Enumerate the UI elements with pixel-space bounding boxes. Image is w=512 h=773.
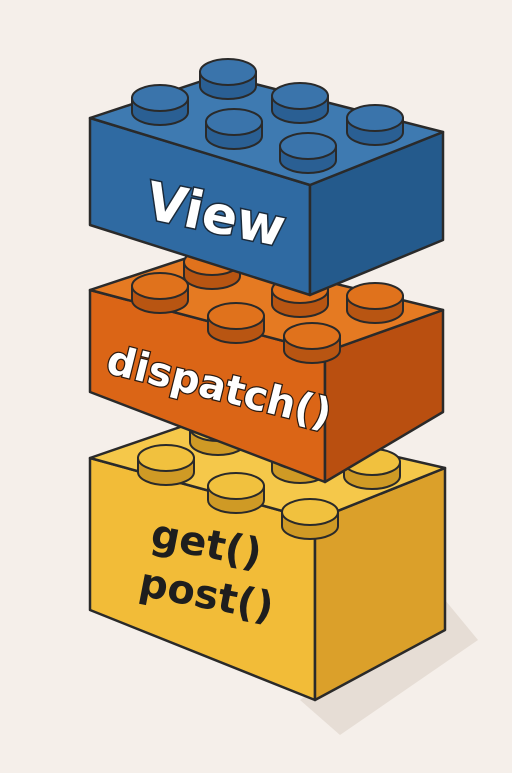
brick-dispatch: dispatch() xyxy=(88,248,445,484)
brick-dispatch-stud xyxy=(207,302,265,344)
brick-dispatch-studs xyxy=(131,248,404,364)
brick-view-stud xyxy=(131,84,189,126)
brick-view-studs xyxy=(131,58,404,174)
brick-http-stud xyxy=(207,472,265,514)
brick-dispatch-stud xyxy=(346,282,404,324)
brick-view-stud xyxy=(271,82,329,124)
brick-http-stud xyxy=(281,498,339,540)
brick-view-stud xyxy=(346,104,404,146)
brick-dispatch-stud xyxy=(131,272,189,314)
brick-view-stud xyxy=(205,108,263,150)
brick-dispatch-stud xyxy=(283,322,341,364)
brick-view-stud xyxy=(199,58,257,100)
brick-http-stud xyxy=(137,444,195,486)
brick-view-stud xyxy=(279,132,337,174)
brick-view: View xyxy=(88,58,445,297)
